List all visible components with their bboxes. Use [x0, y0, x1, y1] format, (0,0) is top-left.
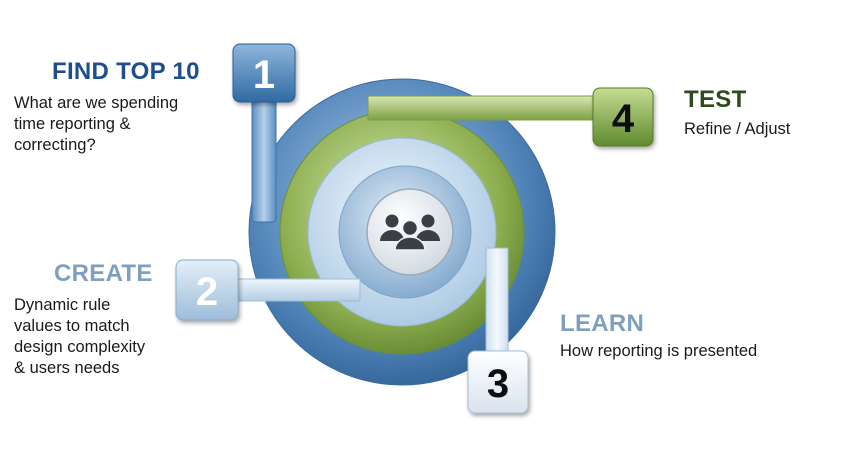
step-1-title: FIND TOP 10	[52, 58, 200, 85]
step-2-description: Dynamic rule values to match design comp…	[14, 295, 145, 379]
step-3-description-line: How reporting is presented	[560, 342, 758, 360]
step-2-description-line: Dynamic rule	[14, 296, 111, 314]
step-3-title: LEARN	[560, 310, 645, 337]
step-1-box: 1	[232, 43, 296, 103]
connector-3	[485, 247, 509, 353]
connector-1	[251, 91, 277, 223]
step-1-description-line: time reporting &	[14, 115, 131, 133]
step-2-description-line: & users needs	[14, 359, 120, 377]
people-group-icon	[380, 214, 440, 251]
step-2-number: 2	[196, 270, 218, 314]
step-3-box: 3	[467, 350, 529, 414]
step-4-title: TEST	[684, 86, 747, 113]
step-4-description-line: Refine / Adjust	[684, 120, 791, 138]
step-4-description: Refine / Adjust	[684, 119, 790, 140]
step-4-number: 4	[612, 97, 635, 141]
step-1-description-line: correcting?	[14, 136, 96, 154]
step-2-description-line: design complexity	[14, 338, 146, 356]
step-1-number: 1	[253, 53, 275, 97]
step-3-description: How reporting is presented	[560, 341, 757, 362]
step-2-title: CREATE	[54, 260, 153, 287]
step-1-description-line: What are we spending	[14, 94, 179, 112]
step-2-description-line: values to match	[14, 317, 130, 335]
connector-4	[367, 95, 597, 121]
step-2-box: 2	[175, 259, 239, 321]
step-3-number: 3	[487, 362, 509, 406]
connector-2	[225, 278, 361, 302]
step-4-box: 4	[592, 87, 654, 147]
step-1-description: What are we spending time reporting & co…	[14, 93, 178, 156]
